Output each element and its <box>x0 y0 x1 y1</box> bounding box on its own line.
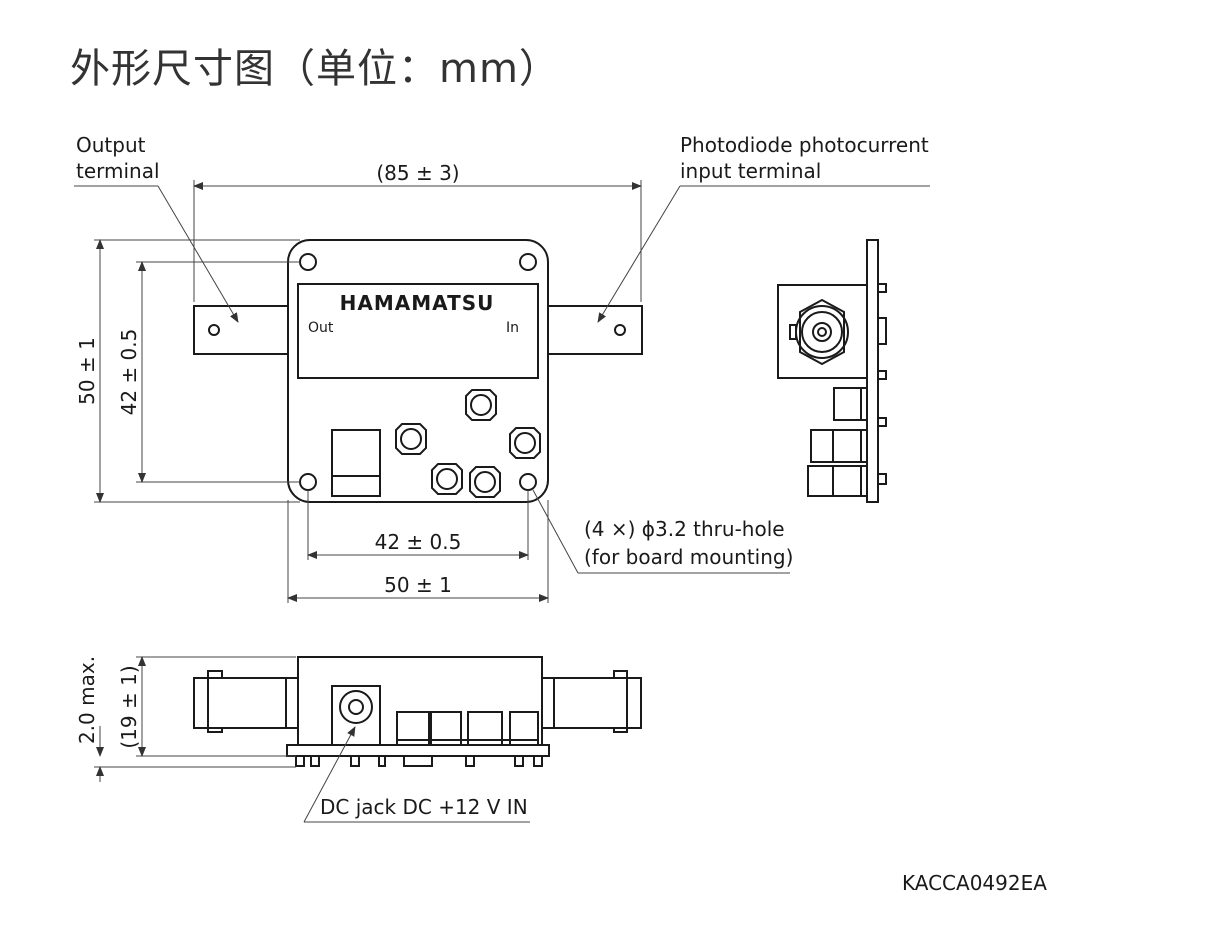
dc-jack-label: DC jack DC +12 V IN <box>320 795 528 819</box>
thru-hole-label-1: (4 ×) ϕ3.2 thru-hole <box>584 517 785 541</box>
side-view-right <box>777 239 887 503</box>
dc-jack-side <box>331 685 381 746</box>
dimension-side-height: (19 ± 1) <box>117 656 296 757</box>
in-label: In <box>506 320 519 336</box>
label-panel <box>297 283 539 379</box>
dimension-width-outer-text: 50 ± 1 <box>384 573 452 597</box>
input-terminal-bar <box>547 305 643 355</box>
input-terminal-label-2: input terminal <box>680 159 821 183</box>
dimension-height-inner-text: 42 ± 0.5 <box>117 329 141 416</box>
side-board-bottom <box>286 744 550 757</box>
output-terminal-callout: Output terminal <box>74 133 239 323</box>
dimension-width-outer: 50 ± 1 <box>287 500 549 603</box>
side-view-bottom <box>193 656 642 767</box>
output-terminal-label-2: terminal <box>76 159 160 183</box>
dimension-side-max: 2.0 max. <box>75 656 296 782</box>
input-terminal-callout: Photodiode photocurrent input terminal <box>597 133 930 323</box>
drawing-code: KACCA0492EA <box>902 871 1047 895</box>
board-outline <box>287 239 549 503</box>
component-2 <box>395 423 427 455</box>
component-4 <box>431 463 463 495</box>
out-label: Out <box>308 320 334 336</box>
component-1 <box>465 389 497 421</box>
dimension-overall-width-text: (85 ± 3) <box>376 161 459 185</box>
dimension-width-inner-text: 42 ± 0.5 <box>375 530 462 554</box>
bnc-connector-icon <box>789 298 849 366</box>
dc-jack-top <box>331 429 381 497</box>
dimension-side-height-text: (19 ± 1) <box>117 665 141 748</box>
output-terminal-label-1: Output <box>76 133 146 157</box>
dimension-side-max-text: 2.0 max. <box>75 656 99 744</box>
dimension-height-inner: 42 ± 0.5 <box>117 261 300 483</box>
component-3 <box>509 427 541 459</box>
brand-logo: HAMAMATSU <box>340 291 495 315</box>
side-board <box>866 239 879 503</box>
thru-hole-callout: (4 ×) ϕ3.2 thru-hole (for board mounting… <box>532 489 793 574</box>
input-terminal-hole <box>614 324 626 336</box>
page-title: 外形尺寸图（单位：mm） <box>70 46 560 92</box>
dimension-width-inner: 42 ± 0.5 <box>307 490 529 560</box>
dc-jack-callout: DC jack DC +12 V IN <box>303 726 530 823</box>
mount-hole-top-right <box>519 253 537 271</box>
input-terminal-label-1: Photodiode photocurrent <box>680 133 929 157</box>
top-view: HAMAMATSU Out In <box>193 239 643 503</box>
output-terminal-hole <box>208 324 220 336</box>
dimension-overall-width: (85 ± 3) <box>193 161 642 302</box>
dimension-height-outer-text: 50 ± 1 <box>75 337 99 405</box>
dimension-height-outer: 50 ± 1 <box>75 239 300 503</box>
component-5 <box>469 466 501 498</box>
thru-hole-label-2: (for board mounting) <box>584 545 793 569</box>
